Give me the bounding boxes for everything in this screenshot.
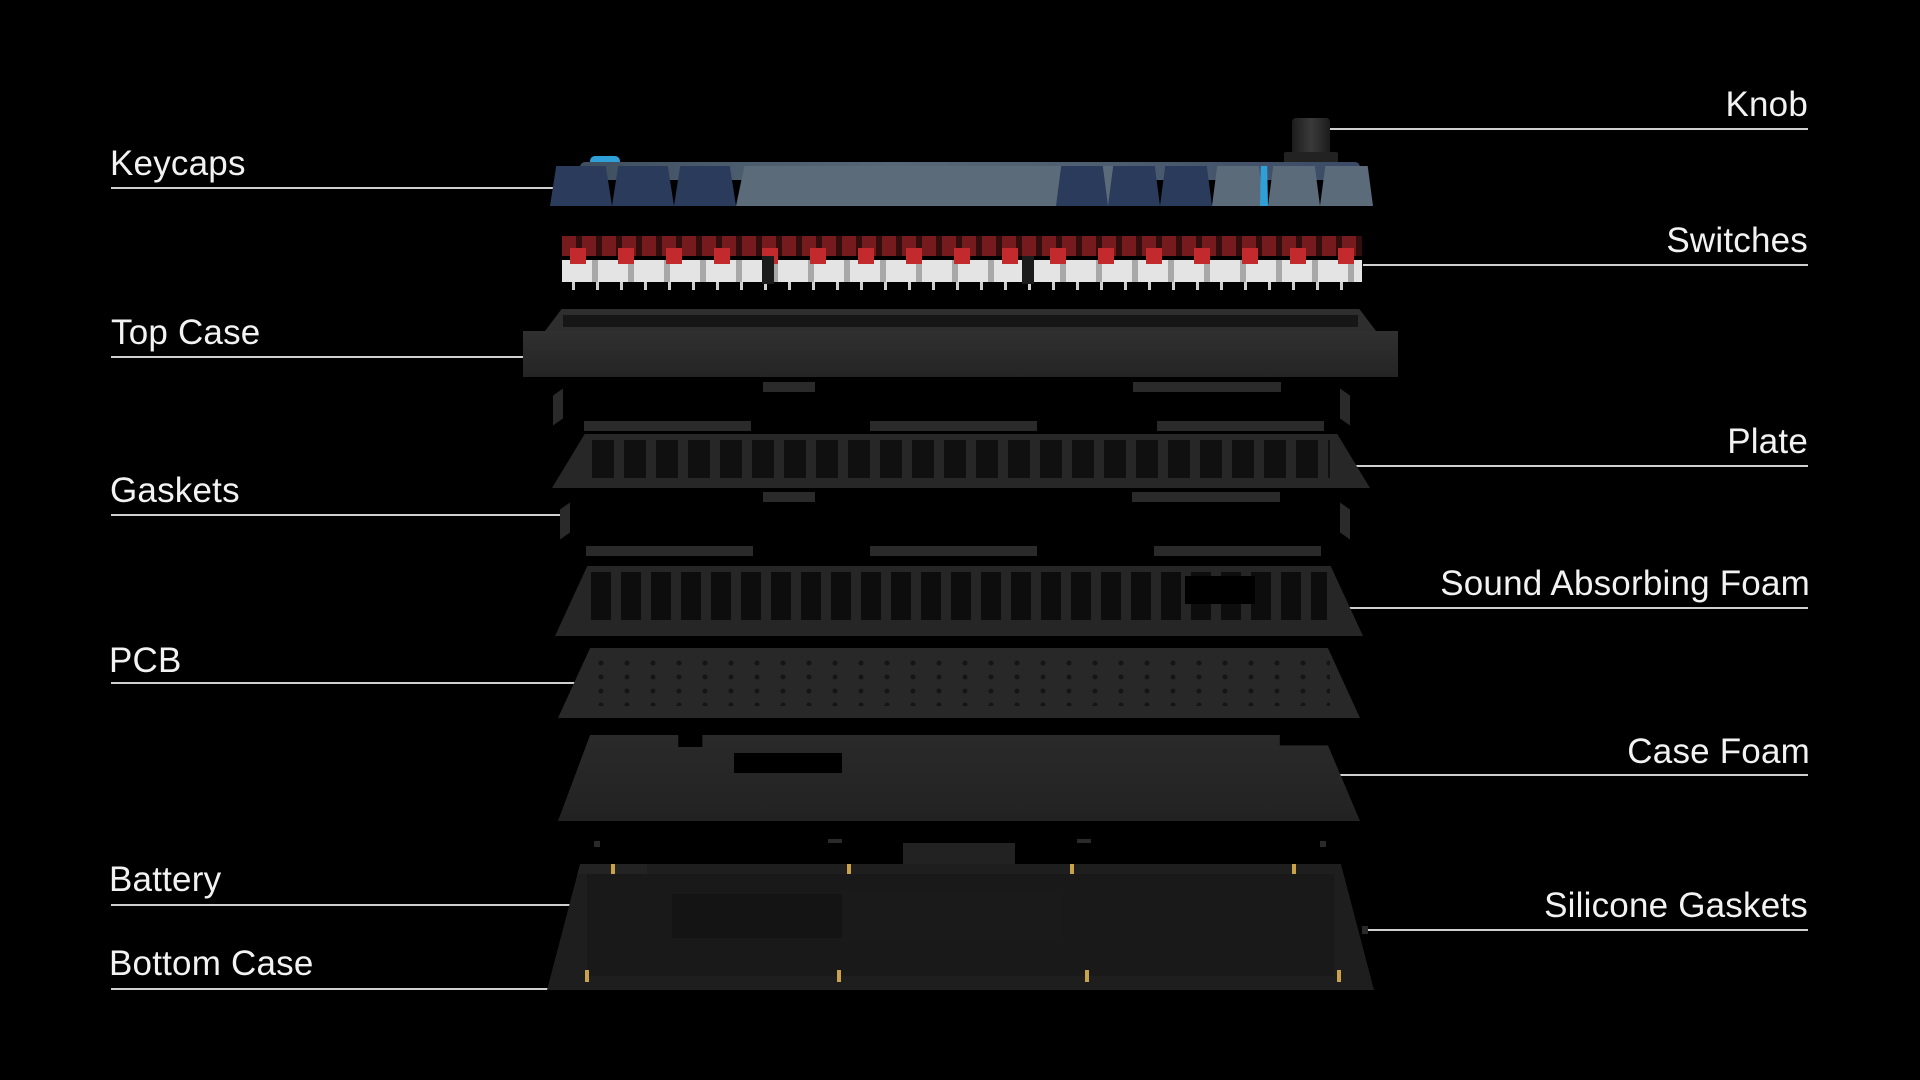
silicone-gasket: [1362, 926, 1368, 934]
label-top-case: Top Case: [111, 313, 261, 352]
pcb-pads: [588, 656, 1330, 706]
keycaps-layer: [550, 152, 1373, 206]
leader-line-case-foam: [1310, 774, 1808, 776]
battery-icon: [672, 894, 842, 938]
foam-cutout-large: [1185, 576, 1255, 604]
silicone-gasket: [594, 841, 600, 847]
keycap: [674, 166, 736, 206]
switch-pins: [562, 282, 1362, 290]
label-pcb: PCB: [109, 641, 182, 680]
keycap: [1268, 166, 1320, 206]
brass-standoff: [585, 970, 589, 982]
gasket-side: [560, 502, 570, 540]
gasket-strip: [870, 546, 1037, 556]
label-knob: Knob: [1725, 85, 1808, 124]
sound-absorbing-foam-layer: [555, 566, 1363, 636]
gasket-strip: [1157, 421, 1324, 431]
stabilizer: [1022, 256, 1034, 284]
label-silicone-gaskets: Silicone Gaskets: [1544, 886, 1808, 925]
knob-base: [1284, 152, 1338, 164]
label-gaskets: Gaskets: [110, 471, 240, 510]
stabilizer: [762, 256, 774, 284]
silicone-gasket: [828, 839, 842, 843]
leader-line-knob: [1310, 128, 1808, 130]
keycap: [1212, 166, 1264, 206]
brass-standoff: [1337, 970, 1341, 982]
keycap-accent: [1260, 166, 1268, 206]
switches-layer: [562, 226, 1362, 290]
leader-line-switches: [1363, 264, 1808, 266]
brass-standoff: [1070, 864, 1074, 874]
gasket-strip: [870, 421, 1037, 431]
brass-standoff: [837, 970, 841, 982]
label-sound-absorbing-foam: Sound Absorbing Foam: [1440, 564, 1810, 603]
brass-standoff: [847, 864, 851, 874]
gasket-strip: [1133, 382, 1281, 392]
leader-line-keycaps: [111, 187, 573, 189]
leader-line-sound-absorbing-foam: [1320, 607, 1808, 609]
label-keycaps: Keycaps: [110, 144, 246, 183]
bottom-case-layer: [547, 864, 1374, 990]
top-case-opening: [563, 315, 1358, 327]
label-battery: Battery: [109, 860, 222, 899]
leader-line-battery: [111, 904, 884, 906]
keycap: [1108, 166, 1160, 206]
keycap: [612, 166, 674, 206]
brass-standoff: [611, 864, 615, 874]
gasket-side: [553, 388, 563, 426]
keycap: [1160, 166, 1212, 206]
plate-layer: [552, 434, 1370, 488]
label-case-foam: Case Foam: [1627, 732, 1810, 771]
gasket-strip: [584, 421, 751, 431]
gasket-strip: [763, 492, 815, 502]
top-case-front: [523, 331, 1398, 377]
leader-line-bottom-case: [111, 988, 573, 990]
keycap: [1320, 166, 1373, 206]
brass-standoff: [1292, 864, 1296, 874]
switch-stems: [562, 248, 1362, 264]
gasket-side: [1340, 388, 1350, 426]
battery-compartment: [842, 890, 1062, 942]
leader-line-plate: [1351, 465, 1808, 467]
label-bottom-case: Bottom Case: [109, 944, 314, 983]
gasket-side: [1340, 502, 1350, 540]
case-foam-cutout: [734, 753, 842, 773]
leader-line-gaskets: [111, 514, 566, 516]
plate-switch-cutouts: [592, 440, 1330, 478]
keycap: [550, 166, 612, 206]
gasket-strip: [1132, 492, 1280, 502]
silicone-gasket: [1320, 841, 1326, 847]
silicone-gasket: [1077, 839, 1091, 843]
leader-line-pcb: [111, 682, 590, 684]
keycap: [1056, 166, 1108, 206]
gasket-strip: [1154, 546, 1321, 556]
top-case-layer: [523, 309, 1398, 377]
case-foam-layer: [558, 735, 1360, 821]
gasket-strip: [586, 546, 753, 556]
label-plate: Plate: [1727, 422, 1808, 461]
leader-line-silicone-gaskets: [1365, 929, 1808, 931]
pcb-layer: [558, 648, 1360, 718]
gasket-strip: [763, 382, 815, 392]
leader-line-top-case: [111, 356, 545, 358]
brass-standoff: [1085, 970, 1089, 982]
label-switches: Switches: [1666, 221, 1808, 260]
